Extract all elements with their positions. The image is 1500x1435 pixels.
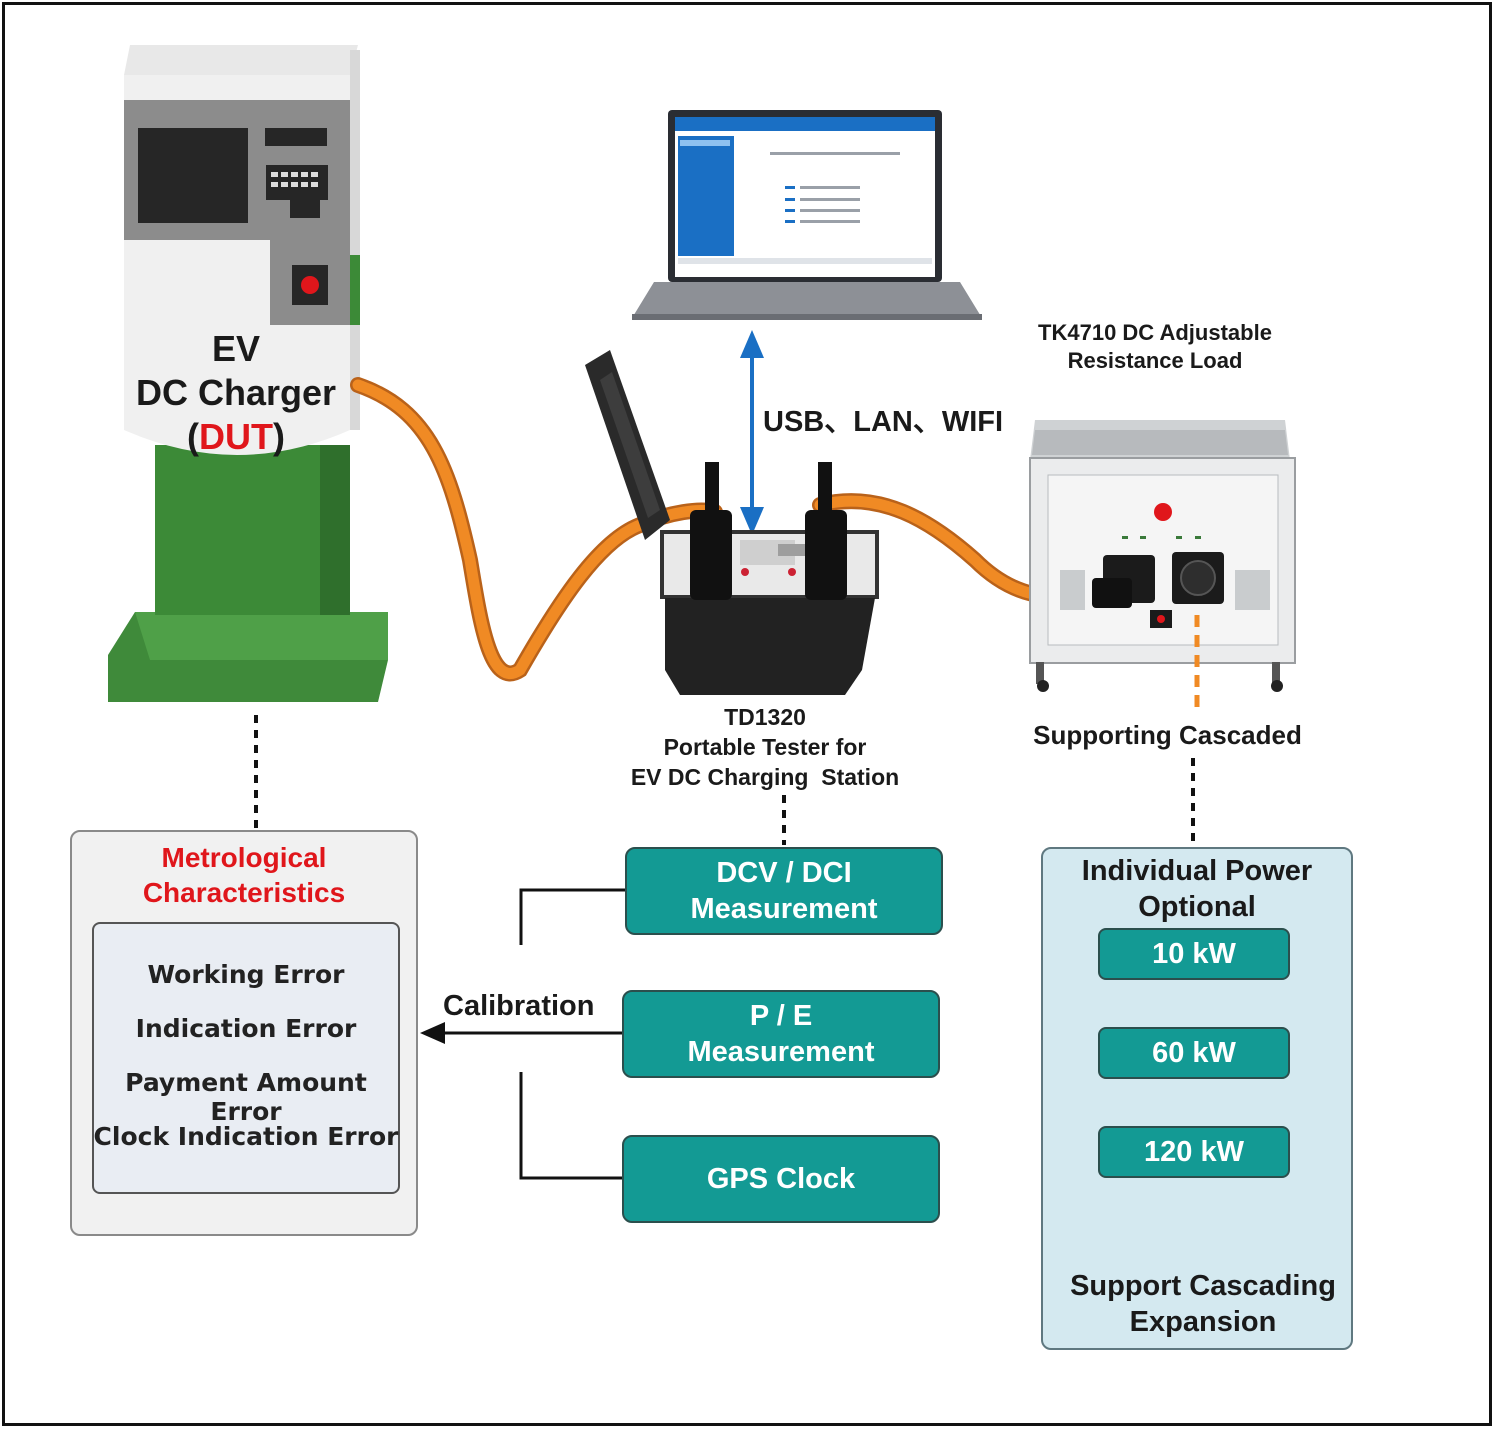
metrological-title-line1: Metrological: [161, 842, 327, 873]
calibration-bracket: [440, 888, 625, 1180]
charger-label-line2: DC Charger: [135, 372, 337, 413]
tester-label-line1: TD1320: [724, 704, 806, 730]
error-item-indication: Indication Error: [135, 1014, 357, 1043]
error-item-payment: Payment Amount Error: [125, 1068, 367, 1126]
gps-label: GPS Clock: [706, 1163, 856, 1195]
power-option-60kw: 60 kW: [1098, 1027, 1290, 1079]
dut-label: DUT: [199, 416, 273, 457]
pe-line2: Measurement: [687, 1036, 875, 1068]
gps-clock-box: GPS Clock: [622, 1135, 940, 1223]
metrological-title-line2: Characteristics: [142, 877, 346, 908]
ev-charger-illustration: [108, 45, 388, 702]
usb-link-arrow: [740, 330, 764, 535]
power-title-line1: Individual Power: [1081, 855, 1313, 887]
dcv-line1: DCV / DCI: [716, 857, 852, 889]
paren-close: ): [273, 416, 285, 457]
load-label-line1: TK4710 DC Adjustable: [1038, 320, 1272, 345]
tester-label-line3: EV DC Charging Station: [630, 764, 900, 790]
laptop-illustration: [632, 110, 982, 320]
error-item-working: Working Error: [147, 960, 345, 989]
tester-label-line2: Portable Tester for: [663, 734, 867, 760]
dcv-dci-measurement-box: DCV / DCI Measurement: [625, 847, 943, 935]
charger-label-line1: EV: [211, 328, 261, 369]
error-list-panel: [92, 922, 400, 1194]
paren-open: (: [187, 416, 199, 457]
tester-illustration: [585, 350, 879, 695]
load-label-line2: Resistance Load: [1067, 348, 1243, 373]
resistance-load-illustration: [1029, 420, 1296, 692]
charger-label-line3: (DUT): [150, 416, 322, 458]
pe-measurement-box: P / E Measurement: [622, 990, 940, 1078]
connection-label: USB、LAN、WIFI: [763, 406, 1004, 438]
dcv-line2: Measurement: [690, 893, 878, 925]
calibration-label: Calibration: [443, 990, 595, 1022]
power-footer-line2: Expansion: [1129, 1306, 1277, 1338]
power-footer-line1: Support Cascading: [1070, 1270, 1336, 1302]
power-title-line2: Optional: [1138, 891, 1256, 923]
power-option-10kw: 10 kW: [1098, 928, 1290, 980]
error-item-clock: Clock Indication Error: [93, 1122, 399, 1151]
calibration-arrowhead: [420, 1022, 445, 1044]
power-option-120kw: 120 kW: [1098, 1126, 1290, 1178]
pe-line1: P / E: [749, 1000, 813, 1032]
cascaded-label: Supporting Cascaded: [1033, 720, 1302, 750]
